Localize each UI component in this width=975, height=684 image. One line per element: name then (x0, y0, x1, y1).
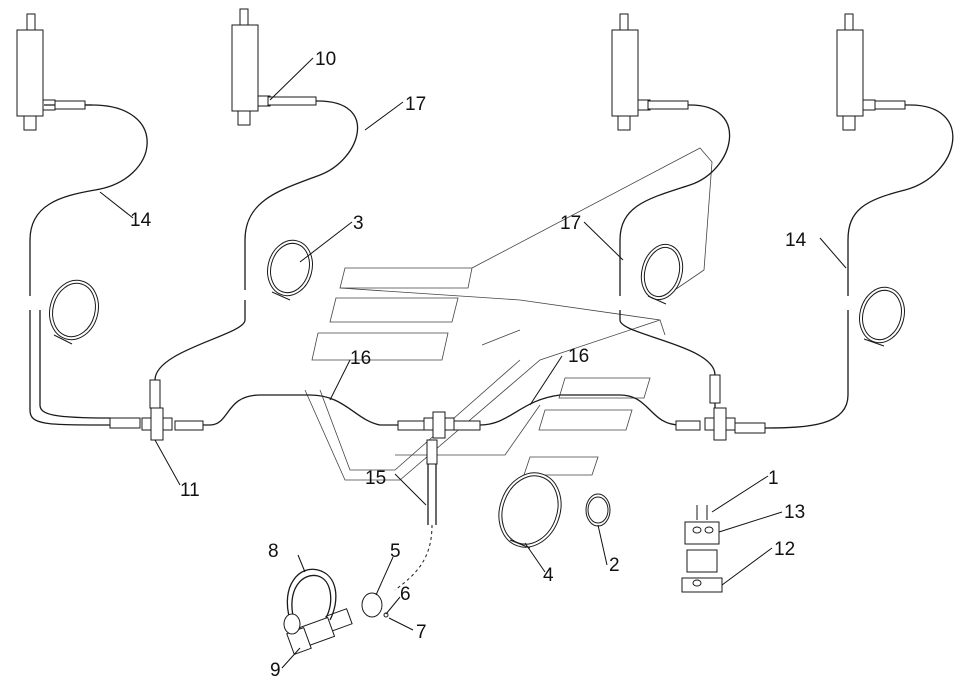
dust-cap-8 (283, 568, 337, 635)
callout-15: 15 (365, 468, 386, 489)
callout-7: 7 (416, 622, 427, 643)
tee-fitting-right (704, 407, 736, 441)
callout-12: 12 (774, 539, 795, 560)
clamp-3 (267, 239, 313, 301)
leader-lines (99, 57, 847, 669)
coupling-assembly (286, 592, 389, 656)
callout-1: 1 (768, 468, 779, 489)
callout-8: 8 (268, 541, 279, 562)
clamp-right-17 (640, 243, 684, 305)
hose-16 (174, 394, 701, 431)
callout-6: 6 (400, 584, 411, 605)
clamp-4 (498, 472, 562, 549)
callout-4: 4 (543, 565, 554, 586)
cylinder-1 (16, 13, 56, 131)
callout-13: 13 (784, 502, 805, 523)
callout-17-right: 17 (560, 213, 581, 234)
callout-3: 3 (353, 213, 364, 234)
callout-14-right: 14 (785, 230, 807, 251)
callout-2: 2 (609, 555, 620, 576)
hose-17-left (149, 96, 359, 410)
tee-fitting-left (141, 407, 173, 441)
clamp-right-14 (859, 286, 905, 347)
mounting-block (681, 505, 723, 593)
callout-5: 5 (390, 541, 401, 562)
cylinder-4 (836, 13, 876, 131)
callout-16-right: 16 (568, 346, 589, 367)
callout-labels: 10 17 14 3 17 14 16 16 11 15 1 13 12 4 2… (130, 49, 807, 681)
callout-9: 9 (270, 660, 281, 681)
hose-14-right (734, 100, 954, 434)
frame-outline (304, 147, 713, 481)
callout-16-left: 16 (350, 348, 371, 369)
clamp-left (49, 279, 99, 345)
cylinder-3 (611, 13, 651, 131)
clip-2 (585, 493, 611, 527)
callout-17-left: 17 (405, 94, 426, 115)
callout-10: 10 (315, 49, 336, 70)
hose-15 (394, 439, 438, 591)
tee-fitting-centre (423, 411, 455, 439)
cylinder-2 (231, 8, 271, 126)
hose-14-left (29, 100, 148, 429)
hose-17-right (619, 100, 731, 410)
callout-11: 11 (180, 480, 200, 501)
callout-14-left: 14 (130, 210, 152, 231)
